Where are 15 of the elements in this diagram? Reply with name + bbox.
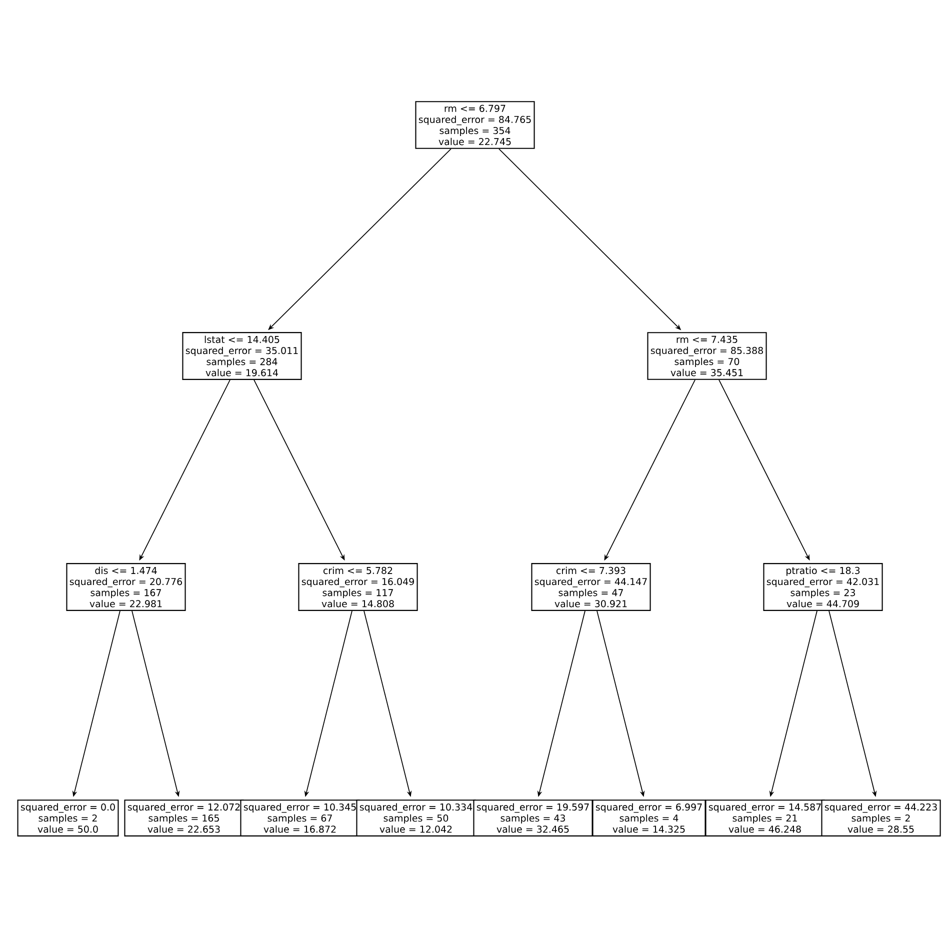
decision-box: dis <= 1.474 squared_error = 20.776 samples = 167 value = 22.981: [66, 563, 186, 611]
decision-box: rm <= 6.797 squared_error = 84.765 samples = 354 value = 22.745: [415, 101, 535, 149]
leaf-box: squared_error = 6.997 samples = 4 value = 14.325: [592, 800, 706, 836]
leaf-box: squared_error = 10.334 samples = 50 value = 12.042: [356, 800, 476, 836]
leaf-box: squared_error = 0.0 samples = 2 value = 50.0: [17, 800, 119, 836]
decision-box: ptratio <= 18.3 squared_error = 42.031 samples = 23 value = 44.709: [763, 563, 883, 611]
decision-box: rm <= 7.435 squared_error = 85.388 samples = 70 value = 35.451: [647, 332, 767, 380]
leaf-box: squared_error = 19.597 samples = 43 value = 32.465: [473, 800, 593, 836]
decision-box: crim <= 7.393 squared_error = 44.147 samples = 47 value = 30.921: [531, 563, 651, 611]
leaf-box: squared_error = 14.587 samples = 21 value = 46.248: [705, 800, 825, 836]
decision-box: lstat <= 14.405 squared_error = 35.011 samples = 284 value = 19.614: [182, 332, 302, 380]
leaf-box: squared_error = 12.072 samples = 165 value = 22.653: [124, 800, 244, 836]
leaf-box: squared_error = 44.223 samples = 2 value = 28.55: [821, 800, 941, 836]
decision-box: crim <= 5.782 squared_error = 16.049 samples = 117 value = 14.808: [298, 563, 418, 611]
leaf-box: squared_error = 10.345 samples = 67 value = 16.872: [240, 800, 360, 836]
